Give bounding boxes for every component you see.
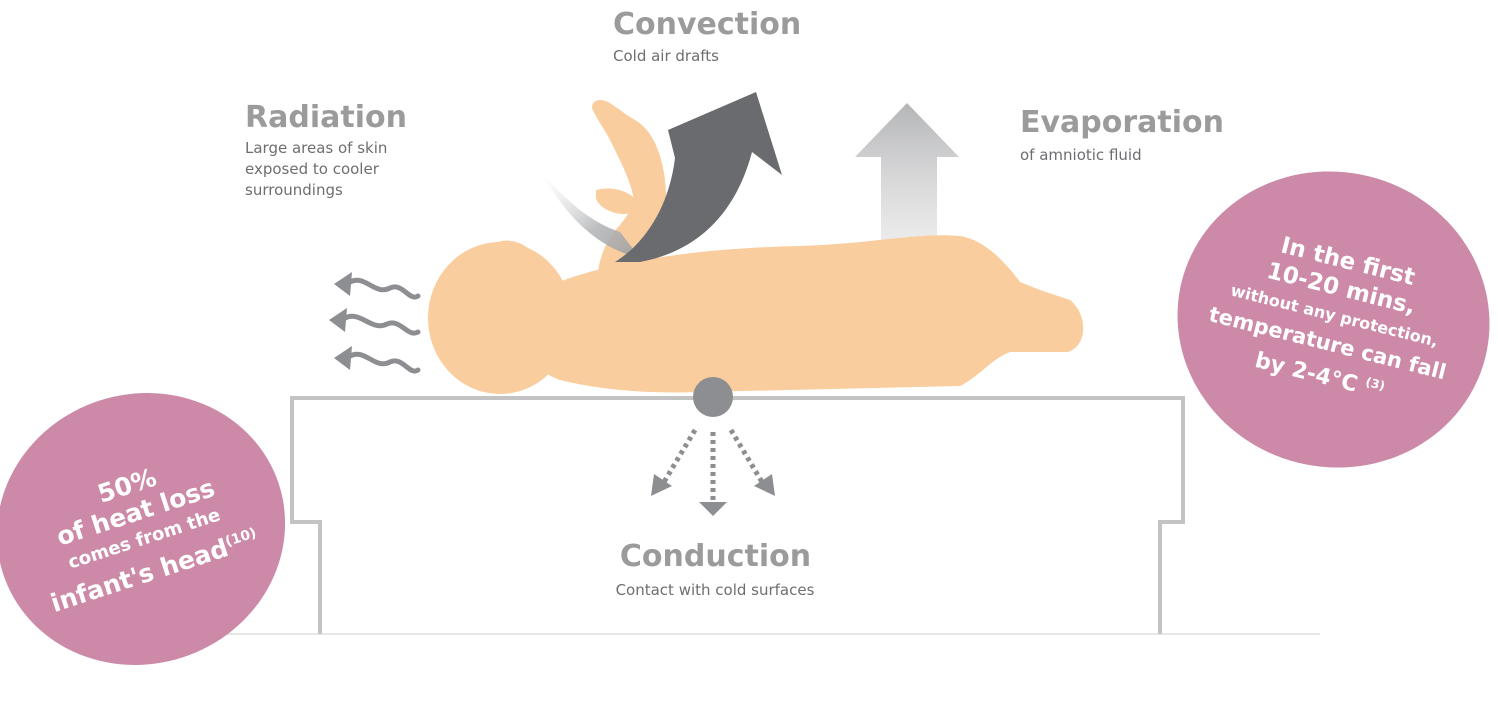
radiation-description: Large areas of skin exposed to cooler su… xyxy=(245,138,387,201)
convection-description: Cold air drafts xyxy=(613,46,719,67)
radiation-line-1: Large areas of skin xyxy=(245,138,387,159)
conduction-arrows xyxy=(664,430,762,500)
head-heat-wave-heads xyxy=(329,272,352,370)
contact-point xyxy=(693,377,733,417)
badge-right-ref: (3) xyxy=(1364,375,1386,393)
conduction-title: Conduction xyxy=(583,542,848,572)
radiation-arrow xyxy=(540,170,640,258)
radiation-line-2: exposed to cooler xyxy=(245,159,387,180)
evaporation-title: Evaporation xyxy=(1020,108,1224,138)
badge-left-ref: (10) xyxy=(223,525,258,550)
radiation-title: Radiation xyxy=(245,103,407,133)
conduction-description: Contact with cold surfaces xyxy=(560,580,870,601)
evaporation-description: of amniotic fluid xyxy=(1020,145,1142,166)
radiation-line-3: surroundings xyxy=(245,180,387,201)
convection-title: Convection xyxy=(613,10,801,40)
head-heat-waves xyxy=(345,280,418,371)
